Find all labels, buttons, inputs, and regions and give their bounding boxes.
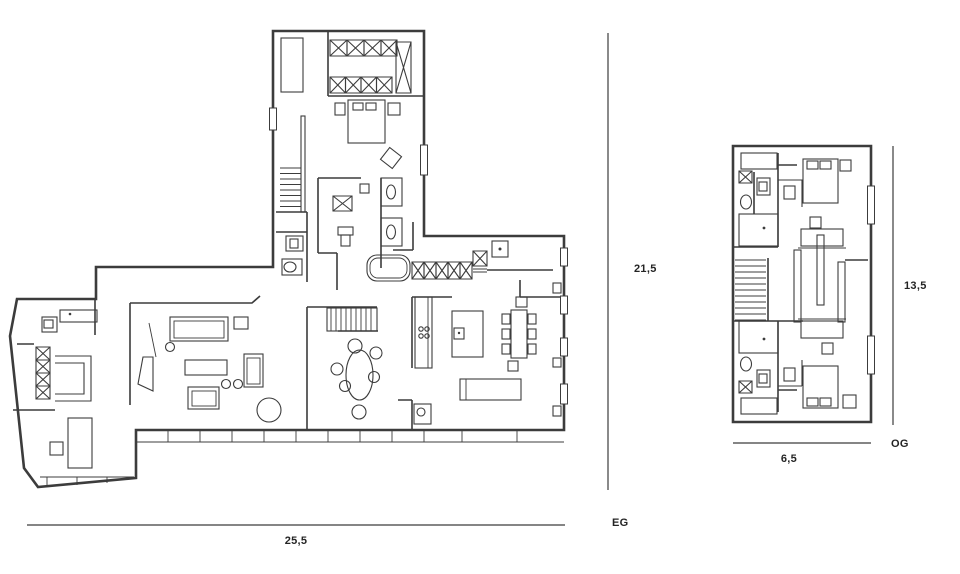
chair (783, 367, 796, 382)
toilet (739, 356, 753, 372)
chair (527, 328, 537, 340)
vanity-sink (380, 177, 403, 207)
chair (501, 343, 511, 355)
kitchen-island (451, 310, 484, 358)
entry-area (36, 309, 98, 469)
chair (515, 296, 528, 308)
nightstand (842, 394, 857, 409)
chair (783, 185, 796, 200)
chair (507, 360, 519, 372)
og-bedroom-south (778, 318, 857, 409)
og-stairs (735, 259, 766, 321)
shower (740, 397, 778, 415)
vanity (738, 320, 779, 354)
hall-wardrobes (412, 240, 509, 279)
washing-machine (491, 240, 509, 258)
og-width-dimension-label: 6,5 (781, 453, 797, 465)
vanity-sink (380, 217, 403, 247)
bathtub (366, 254, 411, 282)
chair (49, 441, 64, 456)
wc (281, 235, 304, 276)
eg-interior-walls (13, 31, 564, 430)
bench (59, 309, 98, 323)
eg-floor-plan (8, 29, 568, 489)
eg-height-dimension-label: 21,5 (634, 263, 657, 275)
nightstand (387, 102, 401, 116)
toilet (337, 226, 354, 236)
nightstand (334, 102, 346, 116)
chair (527, 343, 537, 355)
dresser (800, 228, 844, 247)
eg-width-dimension-label: 25,5 (285, 535, 308, 547)
sink (41, 316, 58, 333)
coffee-table (184, 359, 228, 376)
sofa (187, 386, 220, 410)
bed (347, 99, 386, 144)
toilet (739, 194, 753, 210)
eg-dimensions: 21,5 25,5 EG (27, 33, 657, 547)
chair (379, 146, 403, 170)
chair (527, 313, 537, 325)
eg-windows (269, 107, 568, 417)
pouf (256, 397, 282, 423)
bed (802, 158, 839, 204)
og-floor-label: OG (891, 438, 909, 450)
sink (756, 369, 771, 388)
terrace-glazing-band (40, 430, 564, 486)
og-bathroom-north (738, 152, 779, 247)
stair-railing (300, 115, 306, 213)
eg-outer-walls (8, 29, 566, 489)
dressing-room-wardrobes (280, 38, 411, 93)
eg-stairs-lower (326, 307, 378, 332)
sink (756, 177, 771, 196)
table (67, 417, 93, 469)
living-room (137, 316, 282, 423)
dining-table (510, 309, 528, 359)
vanity (738, 213, 779, 247)
desk (778, 179, 803, 207)
shower (740, 152, 778, 170)
sideboard (459, 378, 522, 401)
og-bathroom-south (738, 320, 779, 415)
toilet (281, 258, 303, 276)
kitchen (413, 296, 537, 425)
armchair (243, 353, 264, 388)
cooktop-burner (418, 326, 424, 332)
og-floor-plan (731, 144, 875, 424)
desk (778, 360, 803, 387)
chair (501, 313, 511, 325)
nightstand (839, 159, 852, 172)
og-outer-walls (731, 144, 873, 424)
eg-floor-label: EG (612, 517, 629, 529)
stool (809, 216, 822, 229)
fireplace (137, 356, 154, 392)
eg-stairs-upper (280, 115, 306, 213)
sink (285, 235, 304, 252)
bed (802, 365, 839, 409)
og-height-dimension-label: 13,5 (904, 280, 927, 292)
stool (821, 342, 834, 355)
island-sink (453, 327, 465, 340)
dresser (800, 320, 844, 339)
fixture (413, 403, 432, 425)
sofa (169, 316, 229, 342)
og-wardrobes (793, 234, 846, 323)
og-bedroom-north (778, 158, 852, 249)
bathroom (333, 177, 411, 282)
kitchen-counter (414, 296, 433, 369)
side-table (233, 316, 249, 330)
bedroom (334, 99, 403, 170)
chair (501, 328, 511, 340)
desk (55, 355, 92, 402)
og-windows (867, 185, 875, 375)
og-dimensions: 13,5 6,5 OG (733, 146, 927, 465)
oval-dining-table (330, 338, 383, 420)
lamp (164, 341, 176, 353)
